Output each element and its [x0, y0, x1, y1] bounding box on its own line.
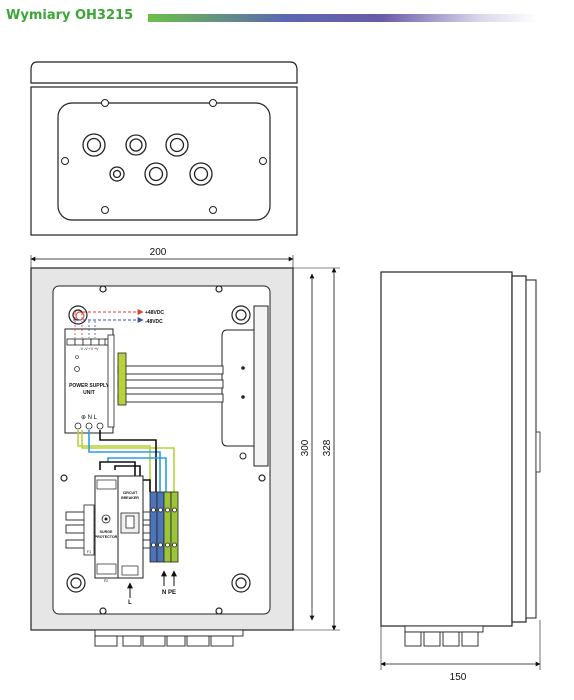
cable-gland-icon [189, 162, 213, 186]
psu-top-terminals: -V -V +V +V [79, 347, 99, 351]
dim-label-328: 328 [322, 439, 333, 456]
latch [535, 431, 541, 473]
screw-icon [258, 474, 266, 482]
cable-gland-icon [165, 133, 189, 157]
lid-outline [30, 61, 298, 84]
front-view: -V -V +V +V POWER SUPPLY UNIT ⊕ N L +48V… [30, 255, 340, 647]
side-lid-edge [525, 279, 537, 619]
screw-icon [101, 206, 109, 214]
screw-icon [61, 157, 69, 165]
bottom-glands [94, 629, 244, 647]
gland-plate [57, 102, 271, 221]
din-rail [117, 379, 224, 389]
surge-label-2: PROTECTOR [95, 535, 118, 539]
screw-icon [60, 474, 68, 482]
dim-label-width: 200 [150, 247, 167, 258]
screw-icon [101, 99, 109, 107]
circuit-breaker: CIRCUIT BREAKER [117, 475, 144, 579]
cable-gland-icon [144, 162, 168, 186]
dc-plus-label: +48VDC [145, 310, 164, 316]
screw-icon [209, 99, 217, 107]
screw-icon [215, 285, 223, 293]
din-rail [117, 393, 224, 403]
corner-screw-icon [231, 305, 251, 325]
bottom-view [30, 61, 298, 236]
cable-gland-icon [109, 166, 125, 182]
side-body [380, 271, 513, 627]
screw-icon [99, 607, 107, 615]
breaker-label-2: BREAKER [121, 496, 139, 500]
adjust-knob-icon [74, 366, 80, 372]
npe-arrow-label: N PE [162, 590, 176, 596]
psu-label-2: UNIT [83, 390, 95, 396]
dc-minus-label: -48VDC [145, 319, 163, 325]
terminal-blocks [149, 491, 179, 563]
screw-icon [99, 285, 107, 293]
ground-terminal [117, 352, 127, 406]
dim-label-300: 300 [300, 439, 311, 456]
breaker-label-1: CIRCUIT [123, 491, 138, 495]
corner-screw-icon [66, 573, 86, 593]
side-view [380, 271, 541, 670]
psu-label-1: POWER SUPPLY [69, 383, 109, 389]
f1-label: F1 [87, 550, 91, 554]
side-lid [511, 275, 527, 623]
bracket [253, 305, 269, 467]
din-rail [117, 365, 224, 375]
breaker-toggle-icon [125, 515, 135, 529]
dim-label-150: 150 [450, 672, 467, 683]
f2-label: F2 [104, 579, 108, 583]
cable-gland-icon [82, 133, 106, 157]
screw-icon [209, 206, 217, 214]
surge-label-1: SURGE [100, 530, 113, 534]
screw-icon [259, 157, 267, 165]
power-supply-unit: -V -V +V +V POWER SUPPLY UNIT ⊕ N L [64, 328, 115, 434]
title-gradient-bar [148, 14, 538, 22]
corner-screw-icon [231, 573, 251, 593]
screw-icon [215, 607, 223, 615]
psu-terminal-labels: ⊕ N L [81, 415, 98, 421]
page-title: Wymiary OH3215 [6, 8, 134, 23]
cable-gland-icon [125, 134, 147, 156]
l-arrow-label: L [128, 600, 132, 606]
